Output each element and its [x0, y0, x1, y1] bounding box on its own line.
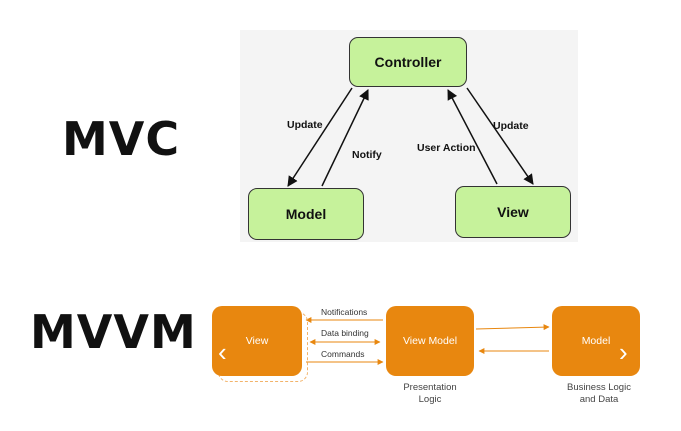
chevron-left-icon: ‹: [218, 337, 227, 367]
view-box: View: [455, 186, 571, 238]
label-data-binding: Data binding: [321, 328, 369, 338]
label-update-view: Update: [493, 120, 529, 132]
label-commands: Commands: [321, 349, 365, 359]
caption-presentation-line2: Logic: [418, 394, 442, 405]
label-notify: Notify: [352, 149, 382, 161]
mvvm-viewmodel-label: View Model: [402, 335, 458, 347]
mvvm-heading: MVVM: [30, 305, 197, 359]
label-user-action: User Action: [417, 142, 476, 154]
model-label: Model: [285, 206, 327, 222]
caption-presentation-line1: Presentation: [403, 382, 457, 393]
caption-presentation-logic: Presentation Logic: [390, 382, 470, 406]
model-box: Model: [248, 188, 364, 240]
mvc-heading: MVC: [62, 112, 181, 166]
chevron-right-icon: ›: [619, 337, 628, 367]
view-label: View: [497, 204, 529, 220]
controller-label: Controller: [374, 54, 442, 70]
arrow-view-to-controller: [447, 89, 498, 185]
caption-business-line1: Business Logic: [567, 382, 631, 393]
label-update-model: Update: [287, 119, 323, 131]
arrow-viewmodel-to-model: [475, 324, 550, 331]
arrow-controller-to-view: [466, 87, 534, 185]
mvvm-view-label: View: [245, 335, 269, 347]
controller-box: Controller: [349, 37, 467, 87]
label-notifications: Notifications: [321, 307, 368, 317]
caption-business-line2: and Data: [579, 394, 619, 405]
mvvm-viewmodel-box: View Model: [386, 306, 474, 376]
arrow-model-to-controller: [321, 89, 369, 187]
caption-business-logic: Business Logic and Data: [554, 382, 644, 406]
mvvm-model-label: Model: [581, 335, 611, 347]
arrow-controller-to-model: [287, 87, 353, 187]
mvvm-model-box: Model: [552, 306, 640, 376]
mvvm-view-box: View: [212, 306, 302, 376]
